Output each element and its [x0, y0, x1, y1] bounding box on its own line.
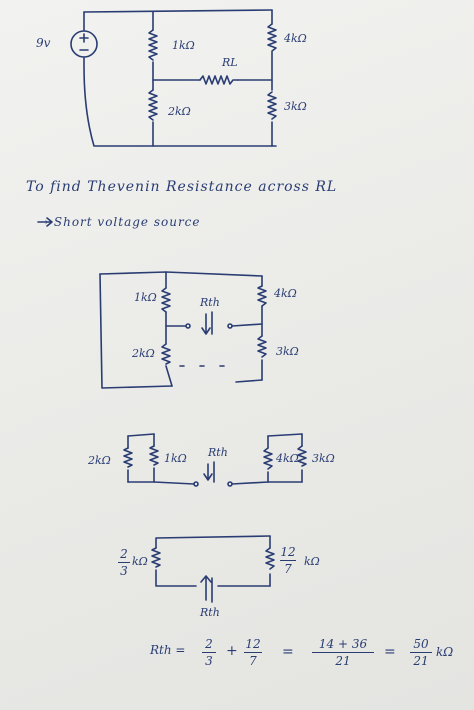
- resistor-2k: [161, 343, 171, 365]
- result-fraction: 50 21: [410, 638, 432, 667]
- note-line-1: To find Thevenin Resistance across RL: [26, 179, 338, 195]
- r2-label: 4kΩ: [284, 32, 307, 45]
- left-outer-label: 2kΩ: [88, 454, 111, 467]
- term1-fraction: 2 3: [202, 638, 216, 667]
- right-fraction: 12 7: [280, 546, 296, 575]
- resistor-1k: [149, 445, 159, 466]
- r2-label: 4kΩ: [274, 287, 297, 300]
- resistor-1k: [161, 287, 171, 313]
- term2-denominator: 7: [249, 654, 257, 668]
- right-denominator: 7: [284, 562, 292, 576]
- right-numerator: 12: [280, 545, 296, 559]
- rth-arrow-icon: [203, 461, 215, 483]
- rth-label: Rth: [200, 606, 220, 619]
- result-numerator: 50: [413, 637, 429, 651]
- r4-label: 3kΩ: [276, 345, 299, 358]
- source-label: 9v: [36, 36, 51, 50]
- resistor-3k: [257, 335, 267, 358]
- right-inner-label: 4kΩ: [276, 452, 299, 465]
- rth-label: Rth: [208, 446, 228, 459]
- resistor-2k: [148, 89, 158, 121]
- series-circuit: [151, 535, 275, 603]
- rth-label: Rth: [200, 296, 220, 309]
- resistor-3k: [297, 445, 307, 467]
- resistor-rl: [199, 75, 239, 85]
- resistor-3k: [267, 91, 277, 120]
- equation-lhs: Rth =: [150, 643, 186, 657]
- equals-1: =: [282, 644, 294, 660]
- rth-arrow-icon: [200, 575, 213, 603]
- resistor-two-thirds-k: [151, 547, 161, 568]
- rl-label: RL: [222, 56, 238, 69]
- left-unit: kΩ: [132, 555, 148, 568]
- left-inner-label: 1kΩ: [164, 452, 187, 465]
- term3-numerator: 14 + 36: [318, 637, 368, 651]
- r1-label: 1kΩ: [172, 39, 195, 52]
- term3-denominator: 21: [335, 654, 351, 668]
- resistor-4k: [267, 23, 277, 52]
- resistor-twelve-sevenths-k: [265, 547, 275, 570]
- r1-label: 1kΩ: [134, 291, 157, 304]
- term3-fraction: 14 + 36 21: [312, 638, 374, 667]
- terminal-a: [193, 481, 199, 487]
- left-fraction: 2 3: [118, 548, 130, 577]
- equals-2: =: [384, 644, 396, 660]
- terminal-a: [185, 323, 191, 329]
- terminal-b: [227, 323, 233, 329]
- result-unit: kΩ: [436, 645, 454, 659]
- r3-label: 2kΩ: [168, 105, 191, 118]
- right-unit: kΩ: [304, 555, 320, 568]
- original-circuit: [70, 9, 277, 147]
- right-outer-label: 3kΩ: [312, 452, 335, 465]
- terminal-b: [227, 481, 233, 487]
- term2-fraction: 12 7: [244, 638, 262, 667]
- plus-sign: +: [226, 643, 238, 659]
- r3-label: 2kΩ: [132, 347, 155, 360]
- resistor-4k: [263, 447, 273, 470]
- shorted-circuit: [99, 271, 267, 389]
- r4-label: 3kΩ: [284, 100, 307, 113]
- left-denominator: 3: [120, 564, 128, 578]
- arrow-icon: [37, 217, 53, 227]
- rth-arrow-icon: [201, 311, 213, 335]
- left-numerator: 2: [120, 547, 128, 561]
- resistor-4k: [257, 285, 267, 307]
- voltage-source-symbol: [70, 30, 98, 58]
- term1-numerator: 2: [205, 637, 213, 651]
- resistor-2k: [123, 447, 133, 468]
- term1-denominator: 3: [205, 654, 213, 668]
- parallel-circuit: [123, 433, 307, 487]
- result-denominator: 21: [413, 654, 429, 668]
- note-line-2: → Short voltage source: [38, 215, 201, 229]
- resistor-1k: [148, 29, 158, 61]
- term2-numerator: 12: [245, 637, 261, 651]
